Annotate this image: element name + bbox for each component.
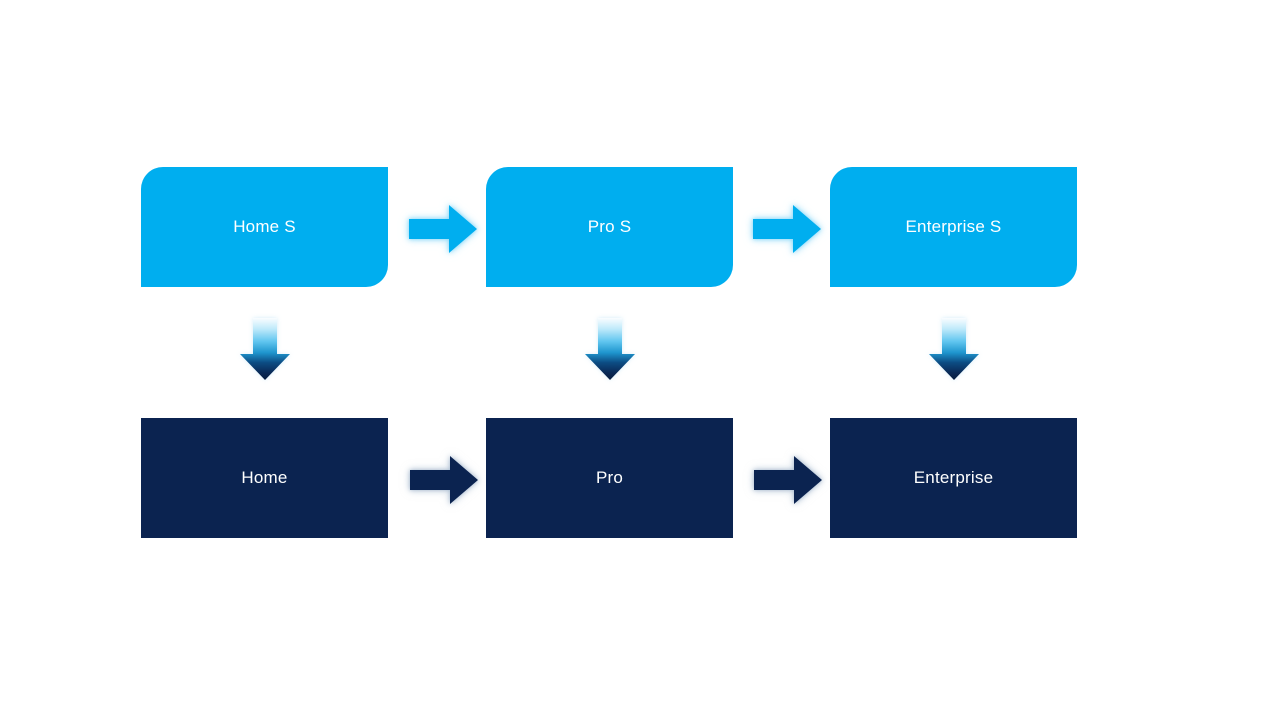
node-home-label: Home [241,468,288,487]
node-enterprise-label: Enterprise [913,468,994,487]
node-pro-s-label: Pro S [587,217,632,236]
node-pro: Pro [486,418,733,538]
right-arrow-pro-s-to-enterprise-s-icon [753,205,821,253]
right-arrow-home-s-to-pro-s-icon [409,205,477,253]
down-arrow-pro-s-to-pro-icon [585,318,635,380]
node-pro-label: Pro [595,468,624,487]
right-arrow-home-to-pro-icon [410,456,478,504]
down-arrow-home-s-to-home-icon [240,318,290,380]
node-home-s: Home S [141,167,388,287]
node-pro-s: Pro S [486,167,733,287]
down-arrow-enterprise-s-to-enterprise-icon [929,318,979,380]
node-home-s-label: Home S [233,217,296,236]
right-arrow-pro-to-enterprise-icon [754,456,822,504]
node-enterprise: Enterprise [830,418,1077,538]
node-enterprise-s: Enterprise S [830,167,1077,287]
node-home: Home [141,418,388,538]
node-enterprise-s-label: Enterprise S [905,217,1002,236]
